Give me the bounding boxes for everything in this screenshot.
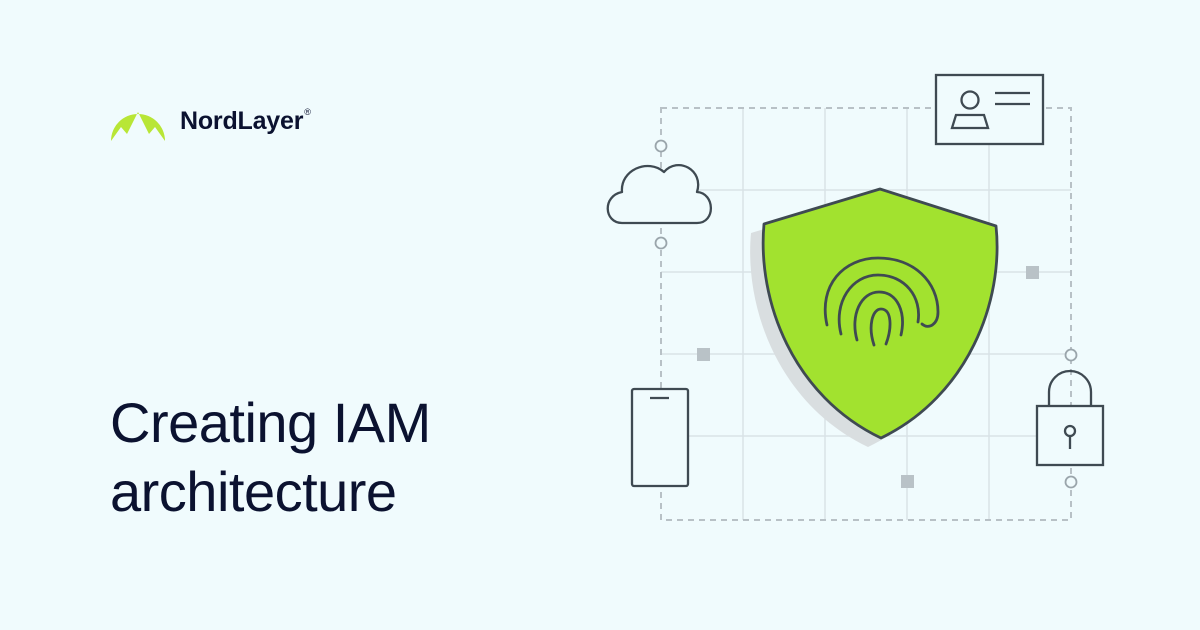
page-title: Creating IAM architecture [110, 388, 431, 526]
connector-dots [654, 139, 1078, 489]
brand-name: NordLayer® [180, 107, 311, 135]
smartphone-icon [630, 387, 690, 488]
decor-squares [697, 266, 1039, 488]
cloud-icon [606, 164, 712, 225]
title-line-1: Creating IAM [110, 391, 431, 454]
id-card-icon [934, 73, 1045, 146]
brand-logo-group: NordLayer® [108, 98, 311, 144]
shield-fingerprint-icon [761, 187, 999, 440]
dashed-frame [660, 107, 1072, 521]
padlock-icon [1035, 369, 1105, 467]
title-line-2: architecture [110, 460, 397, 523]
nordlayer-logo-icon [111, 112, 165, 141]
